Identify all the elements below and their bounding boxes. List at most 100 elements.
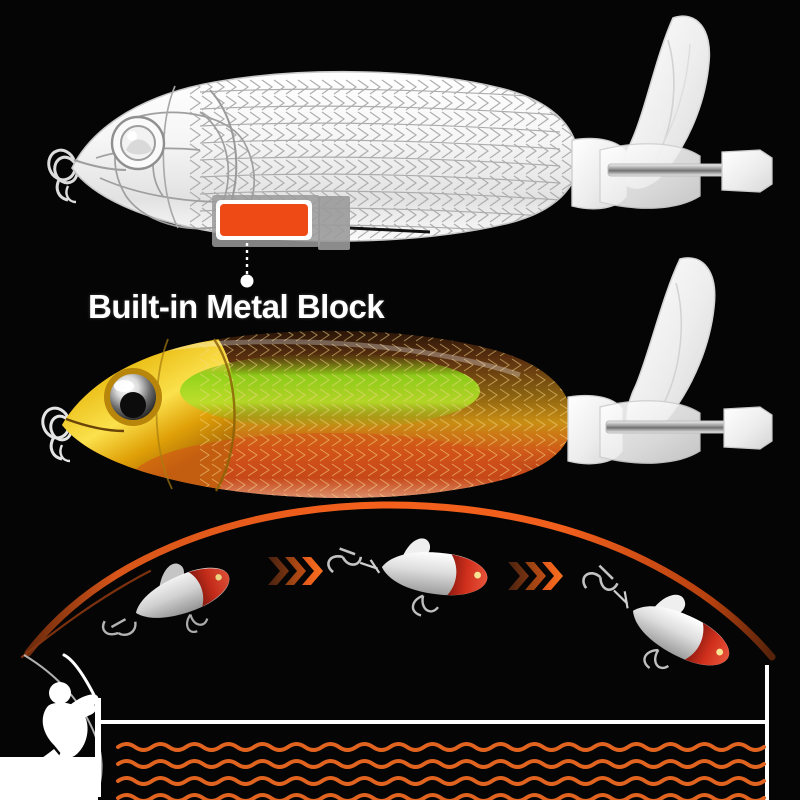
scale-mark-2 — [343, 463, 354, 477]
scale-mark-2 — [247, 373, 258, 387]
chevron-group-2 — [508, 562, 563, 590]
scale-mark-2 — [403, 418, 414, 432]
scale-mark — [189, 143, 202, 159]
scale-mark-2 — [307, 403, 318, 417]
scale-mark-2 — [355, 373, 366, 387]
scale-mark-2 — [523, 403, 534, 417]
scale-mark — [309, 143, 322, 159]
scale-mark — [525, 159, 538, 175]
scale-mark-2 — [535, 343, 546, 357]
scale-mark-2 — [499, 403, 510, 417]
scale-mark-2 — [391, 478, 402, 492]
scale-mark-2 — [235, 433, 246, 447]
scale-mark-2 — [487, 403, 498, 417]
scale-mark-2 — [223, 343, 234, 357]
scale-mark-2 — [307, 373, 318, 387]
scale-mark — [489, 95, 502, 111]
scale-mark-2 — [235, 448, 246, 462]
scale-mark-2 — [259, 403, 270, 417]
scale-mark-2 — [463, 463, 474, 477]
mini-lure-eye-1 — [215, 574, 222, 581]
lure-eye — [110, 115, 166, 171]
scale-mark — [213, 175, 226, 191]
scale-mark — [501, 143, 514, 159]
scale-mark-2 — [307, 343, 318, 357]
scale-mark — [357, 79, 370, 95]
scale-mark-2 — [379, 478, 390, 492]
scale-mark-2 — [559, 373, 570, 387]
scale-mark-2 — [367, 478, 378, 492]
scale-mark-2 — [247, 388, 258, 402]
scale-mark — [249, 95, 262, 111]
scale-mark-2 — [487, 388, 498, 402]
ripple-row — [116, 776, 766, 786]
scale-mark-2 — [499, 463, 510, 477]
scale-mark-2 — [535, 373, 546, 387]
lateral-line — [199, 122, 561, 133]
scale-mark-2 — [427, 388, 438, 402]
scale-mark-2 — [571, 343, 573, 357]
scale-mark — [417, 159, 430, 175]
scale-mark — [537, 175, 550, 191]
scale-mark-2 — [427, 433, 438, 447]
scale-mark-2 — [547, 358, 558, 372]
scale-mark-2 — [499, 418, 510, 432]
scale-mark-2 — [559, 343, 570, 357]
scale-mark-2 — [475, 403, 486, 417]
scale-mark-2 — [475, 358, 486, 372]
scale-mark-2 — [403, 358, 414, 372]
scale-mark — [477, 95, 490, 111]
scale-mark-2 — [355, 478, 366, 492]
scale-mark — [525, 143, 538, 159]
scale-mark-2 — [283, 463, 294, 477]
scale-mark-2 — [403, 403, 414, 417]
scale-mark — [441, 127, 454, 143]
scale-mark — [417, 143, 430, 159]
scale-mark-2 — [427, 418, 438, 432]
scale-mark-2 — [295, 493, 306, 499]
scale-mark-2 — [295, 388, 306, 402]
scale-mark — [225, 79, 238, 95]
scale-mark-2 — [523, 330, 534, 342]
scale-mark-2 — [343, 343, 354, 357]
scale-mark-2 — [271, 388, 282, 402]
chevron-right-icon-3 — [302, 557, 323, 585]
scale-mark-2 — [283, 388, 294, 402]
scale-mark — [237, 159, 250, 175]
scale-mark-2 — [439, 373, 450, 387]
scale-mark — [369, 127, 382, 143]
scale-mark-2 — [499, 433, 510, 447]
scale-mark-2 — [295, 343, 306, 357]
scale-mark-2 — [355, 403, 366, 417]
scale-mark-2 — [271, 463, 282, 477]
built-in-metal-block-label: Built-in Metal Block — [88, 288, 385, 325]
scale-mark-2 — [511, 358, 522, 372]
scale-mark-2 — [199, 373, 210, 387]
scale-mark — [357, 95, 370, 111]
scale-mark-2 — [427, 448, 438, 462]
scale-mark-2 — [259, 388, 270, 402]
scale-mark — [201, 95, 214, 111]
scale-mark — [249, 79, 262, 95]
scale-mark-2 — [319, 433, 330, 447]
scale-mark-2 — [451, 343, 462, 357]
lure-mouth — [73, 159, 127, 171]
scale-mark — [465, 111, 478, 127]
scale-mark — [369, 175, 382, 191]
scale-mark-2 — [427, 373, 438, 387]
head-seam — [162, 85, 179, 229]
chevron-right-icon-1 — [268, 557, 289, 585]
scale-mark-2 — [271, 448, 282, 462]
scale-mark-2 — [535, 433, 546, 447]
scale-mark — [237, 175, 250, 191]
scale-mark — [441, 159, 454, 175]
scale-mark — [237, 111, 250, 127]
scale-mark — [453, 207, 466, 223]
scale-mark-2 — [403, 343, 414, 357]
scale-mark-2 — [319, 418, 330, 432]
scale-mark-2 — [379, 463, 390, 477]
scale-mark-2 — [211, 448, 222, 462]
scale-mark-2 — [355, 448, 366, 462]
scale-mark-2 — [463, 330, 474, 342]
scale-mark-2 — [415, 418, 426, 432]
